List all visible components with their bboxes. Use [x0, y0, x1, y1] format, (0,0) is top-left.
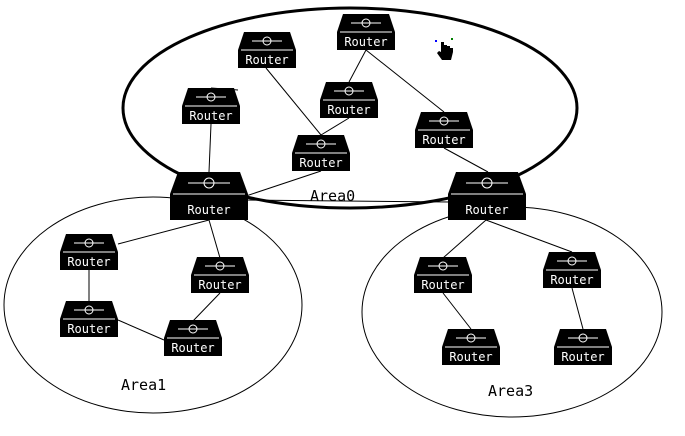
router[interactable]: Router [320, 82, 378, 118]
area0-boundary [121, 6, 579, 210]
link [365, 49, 445, 113]
router-icon [182, 88, 240, 124]
router[interactable]: Router [414, 257, 472, 293]
router-icon [554, 329, 612, 365]
router-label: Router [421, 278, 464, 292]
router-label: Router [550, 273, 593, 287]
link [443, 147, 489, 173]
router-icon [60, 301, 118, 337]
router-label: Router [198, 278, 241, 292]
router-icon [448, 172, 526, 220]
link [442, 292, 472, 330]
hand-pointer-icon [435, 38, 453, 60]
link [208, 219, 221, 259]
router-label: Router [422, 133, 465, 147]
router-label: Router [561, 350, 604, 364]
router[interactable]: Router [292, 135, 350, 171]
router-label: Router [344, 35, 387, 49]
router-icon [320, 82, 378, 118]
router[interactable]: Router [442, 329, 500, 365]
router[interactable]: Router [238, 32, 296, 68]
area1-label: Area1 [121, 376, 166, 394]
router[interactable]: Router [554, 329, 612, 365]
router-label: Router [189, 109, 232, 123]
router-label: Router [245, 53, 288, 67]
router[interactable]: Router [60, 301, 118, 337]
link [442, 219, 487, 259]
link [265, 67, 322, 136]
router-label: Router [327, 103, 370, 117]
link [348, 49, 367, 83]
router-icon [191, 257, 249, 293]
router[interactable]: Router [182, 88, 240, 124]
link [117, 319, 165, 341]
link [245, 199, 451, 203]
router-label: Router [465, 203, 508, 217]
area0-label: Area0 [310, 187, 355, 205]
link [117, 219, 210, 245]
router-icon [414, 257, 472, 293]
router-icon [543, 252, 601, 288]
area3-label: Area3 [488, 382, 533, 400]
link [192, 292, 221, 322]
router-icon [238, 32, 296, 68]
area1-boundary [3, 196, 303, 414]
router-label: Router [449, 350, 492, 364]
router[interactable]: Router [337, 14, 395, 50]
area-border-router[interactable]: Router [170, 172, 248, 220]
router-icon [337, 14, 395, 50]
link [320, 117, 350, 136]
link [485, 219, 573, 253]
links [88, 49, 584, 341]
router-label: Router [299, 156, 342, 170]
router-icon [442, 329, 500, 365]
router-icon [292, 135, 350, 171]
router-label: Router [187, 203, 230, 217]
link [245, 170, 322, 197]
router-label: Router [67, 322, 110, 336]
link [571, 287, 584, 330]
router-icon [170, 172, 248, 220]
router[interactable]: Router [415, 112, 473, 148]
router-icon [415, 112, 473, 148]
area-border-router[interactable]: Router [448, 172, 526, 220]
router-icon [60, 234, 118, 270]
router-label: Router [171, 341, 214, 355]
router-icon [164, 320, 222, 356]
router[interactable]: Router [191, 257, 249, 293]
link [208, 123, 212, 173]
router-label: Router [67, 255, 110, 269]
router[interactable]: Router [60, 234, 118, 270]
router[interactable]: Router [543, 252, 601, 288]
router[interactable]: Router [164, 320, 222, 356]
